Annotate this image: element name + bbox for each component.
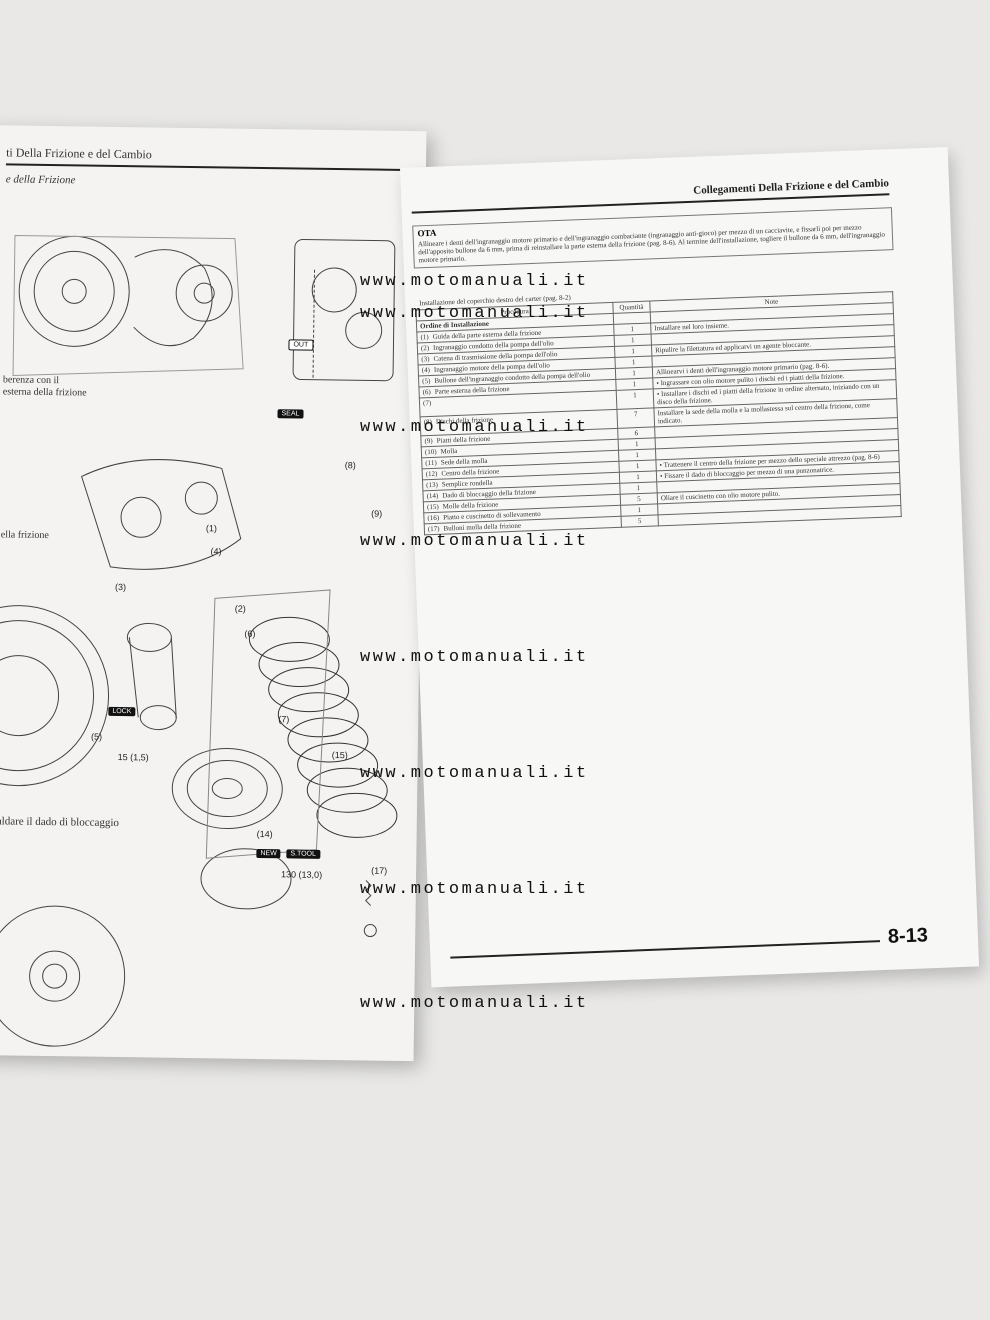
callout-2: (2): [234, 603, 246, 614]
callout-7: (7): [278, 714, 290, 725]
row-procedure-text: Molla: [440, 447, 458, 456]
new-tag: NEW: [256, 848, 281, 859]
note-1-line2: esterna della frizione: [2, 386, 87, 399]
callout-17: (17): [371, 865, 388, 876]
row-number: (13): [426, 480, 439, 490]
callout-4: (4): [210, 546, 222, 557]
lock-tag: LOCK: [108, 706, 136, 717]
row-number: (9): [424, 436, 433, 446]
row-number: (10): [424, 447, 437, 457]
left-header: ti Della Frizione e del Cambio: [6, 145, 152, 162]
left-section-title: e della Frizione: [5, 173, 76, 187]
stool-tag: S.TOOL: [286, 849, 320, 859]
watermark: www.motomanuali.it: [360, 764, 589, 783]
row-number: (12): [425, 469, 438, 479]
row-number: (7): [422, 398, 432, 408]
procedure-table: Procedura Quantità Note Ordine di Instal…: [415, 291, 902, 535]
row-procedure-text: Bulloni molla della frizione: [443, 521, 522, 533]
watermark: www.motomanuali.it: [360, 648, 589, 667]
row-number: (16): [427, 513, 440, 523]
row-number: (11): [425, 458, 437, 468]
callout-14: (14): [256, 828, 273, 840]
watermark: www.motomanuali.it: [360, 304, 589, 323]
watermark: www.motomanuali.it: [360, 272, 589, 291]
row-quantity: 1: [616, 388, 654, 410]
row-number: (2): [420, 344, 430, 353]
callout-9: (9): [371, 508, 383, 519]
torque-15: 15 (1,5): [117, 752, 149, 763]
row-number: (5): [422, 376, 431, 386]
callout-8: (8): [344, 460, 356, 471]
row-procedure-text: Sede della molla: [440, 456, 488, 467]
watermark: www.motomanuali.it: [360, 880, 589, 899]
note-1-line1: berenza con il: [2, 374, 60, 387]
note-2: ella frizione: [0, 529, 49, 542]
callout-1: (1): [205, 523, 217, 534]
note-3: aldare il dado di bloccaggio: [0, 815, 120, 830]
row-number: (1): [420, 333, 429, 342]
row-number: (14): [426, 491, 439, 501]
callout-6: (6): [244, 628, 256, 639]
watermark: www.motomanuali.it: [360, 418, 589, 437]
callout-5: (5): [90, 731, 103, 742]
nota-box: OTA Allineare i denti dell'ingranaggio m…: [412, 207, 894, 269]
row-procedure-text: Molle della frizione: [442, 500, 499, 511]
row-procedure-text: Semplice rondella: [441, 478, 493, 489]
row-quantity: 5: [621, 514, 659, 528]
row-procedure-text: Centro della frizione: [441, 467, 500, 478]
callout-15: (15): [331, 749, 348, 761]
left-page: ti Della Frizione e del Cambio e della F…: [0, 124, 427, 1062]
row-number: (3): [421, 355, 430, 364]
clutch-diagram: [0, 235, 398, 1047]
watermark: www.motomanuali.it: [360, 994, 589, 1013]
seal-tag: SEAL: [277, 409, 304, 419]
callout-3: (3): [115, 581, 127, 593]
row-number: (4): [421, 366, 431, 375]
torque-130: 130 (13,0): [281, 869, 323, 880]
page-number: 8-13: [887, 924, 929, 948]
row-number: (6): [422, 387, 431, 397]
row-number: (15): [426, 502, 439, 512]
watermark: www.motomanuali.it: [360, 532, 589, 551]
out-label: OUT: [288, 339, 314, 351]
